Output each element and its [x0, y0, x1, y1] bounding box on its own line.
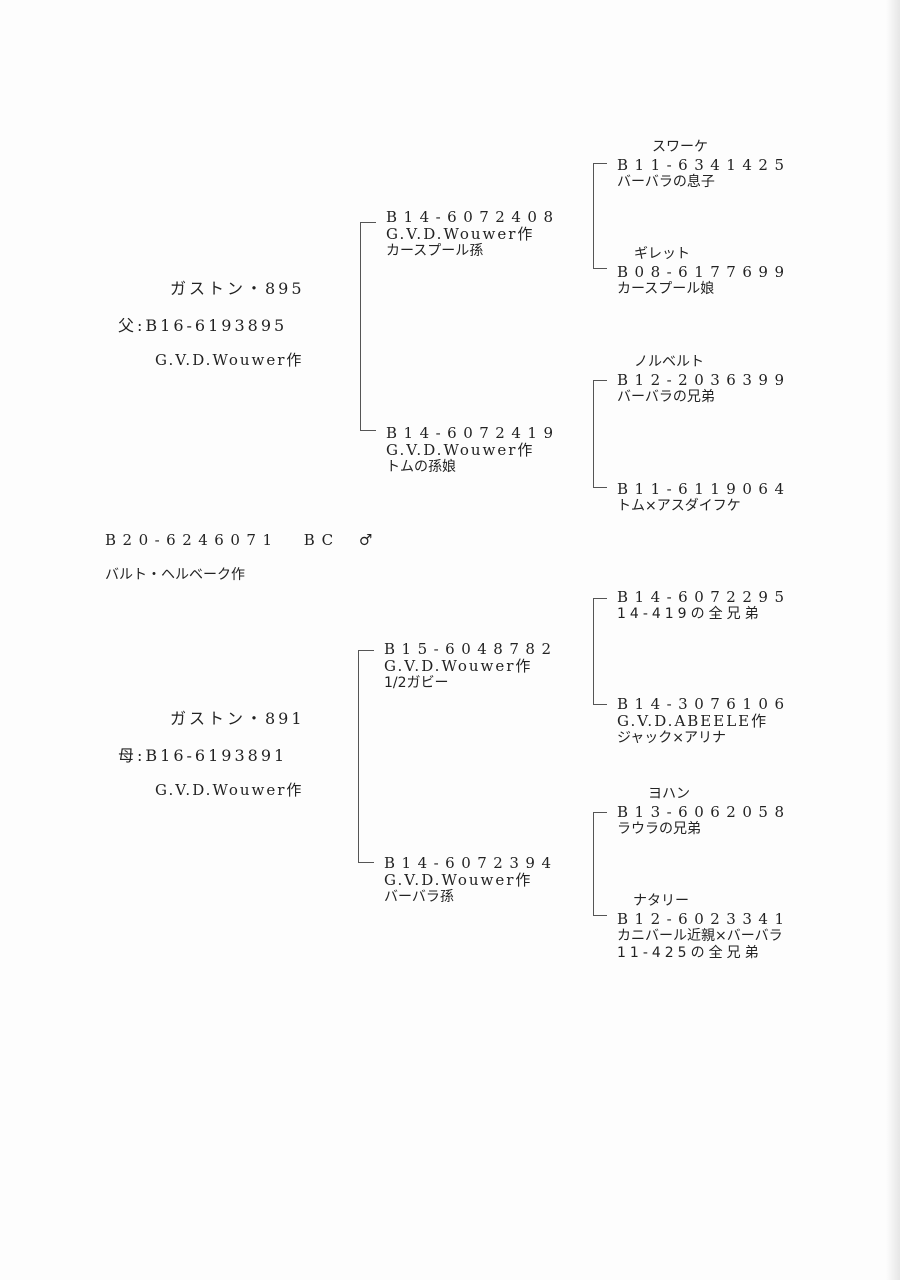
gen2-dam-sire: B15-6048782 G.V.D.Wouwer作 1/2ガビー — [384, 641, 557, 692]
bracket-tick — [593, 487, 607, 488]
ring: B14-6072408 — [386, 208, 560, 226]
dam-bracket — [358, 650, 359, 863]
sire-breeder: G.V.D.Wouwer作 — [155, 351, 304, 369]
scan-edge — [886, 0, 900, 1280]
gen3-5: B14-6072295 14-419の全兄弟 — [617, 589, 790, 623]
subject-ring: B20-6246071 — [105, 531, 279, 549]
note: カースプール孫 — [386, 243, 484, 259]
note: バーバラの息子 — [617, 174, 715, 190]
gen3-name: ノルベルト — [634, 354, 704, 370]
subject-breeder: バルト・ヘルベーク作 — [105, 567, 245, 583]
note: 1/2ガビー — [384, 675, 449, 691]
note: トム×アスダイフケ — [617, 498, 741, 514]
gen2-bracket — [593, 380, 594, 488]
ring: B11-6341425 — [617, 156, 791, 174]
gen2-bracket — [593, 598, 594, 705]
gen3-name: ギレット — [634, 246, 690, 262]
breeder: G.V.D.ABEELE作 — [617, 712, 769, 730]
ring: B14-6072419 — [386, 424, 560, 442]
ring: B08-6177699 — [617, 263, 791, 281]
bracket-tick — [358, 650, 374, 651]
dam-name: ガストン・891 — [170, 709, 305, 728]
note: ジャック×アリナ — [617, 730, 727, 746]
note: ラウラの兄弟 — [617, 821, 701, 837]
bracket-tick — [360, 222, 376, 223]
gen3-7: B13-6062058 ラウラの兄弟 — [617, 804, 790, 838]
note: 11-425の全兄弟 — [617, 945, 763, 961]
note: バーバラの兄弟 — [617, 389, 715, 405]
note: バーバラ孫 — [384, 889, 454, 905]
gen2-bracket — [593, 812, 594, 916]
note: 14-419の全兄弟 — [617, 606, 763, 622]
gen3-4: B11-6119064 トム×アスダイフケ — [617, 481, 790, 515]
bracket-tick — [593, 380, 607, 381]
bracket-tick — [593, 163, 607, 164]
ring: B12-6023341 — [617, 910, 791, 928]
subject-color: BC — [303, 531, 340, 549]
gen2-sire-dam: B14-6072419 G.V.D.Wouwer作 トムの孫娘 — [386, 425, 559, 476]
breeder: G.V.D.Wouwer作 — [386, 225, 535, 243]
bracket-tick — [593, 268, 607, 269]
gen3-name: ヨハン — [648, 786, 690, 802]
bracket-tick — [360, 430, 376, 431]
gen2-dam-dam: B14-6072394 G.V.D.Wouwer作 バーバラ孫 — [384, 855, 557, 906]
bracket-tick — [593, 915, 607, 916]
gen3-8: B12-6023341 カニバール近親×バーバラ 11-425の全兄弟 — [617, 911, 790, 962]
subject-line: B20-6246071 BC ♂ — [105, 532, 379, 549]
bracket-tick — [358, 862, 374, 863]
bracket-tick — [593, 812, 607, 813]
sire-ring: 父:B16-6193895 — [118, 316, 288, 335]
gen2-sire-sire: B14-6072408 G.V.D.Wouwer作 カースプール孫 — [386, 209, 559, 260]
gen3-1: B11-6341425 バーバラの息子 — [617, 157, 790, 191]
ring: B14-3076106 — [617, 695, 791, 713]
ring: B11-6119064 — [617, 480, 791, 498]
ring: B12-2036399 — [617, 371, 791, 389]
gen3-name: ナタリー — [633, 893, 689, 909]
sire-bracket — [360, 222, 361, 431]
gen3-2: B08-6177699 カースプール娘 — [617, 264, 790, 298]
breeder: G.V.D.Wouwer作 — [384, 871, 533, 889]
gen3-3: B12-2036399 バーバラの兄弟 — [617, 372, 790, 406]
gen3-6: B14-3076106 G.V.D.ABEELE作 ジャック×アリナ — [617, 696, 790, 747]
bracket-tick — [593, 598, 607, 599]
note: トムの孫娘 — [386, 459, 456, 475]
dam-ring: 母:B16-6193891 — [118, 746, 288, 765]
sire-name: ガストン・895 — [170, 279, 305, 298]
ring: B15-6048782 — [384, 640, 558, 658]
breeder: G.V.D.Wouwer作 — [386, 441, 535, 459]
breeder: G.V.D.Wouwer作 — [384, 657, 533, 675]
ring: B14-6072394 — [384, 854, 558, 872]
note: カニバール近親×バーバラ — [617, 928, 783, 944]
gen3-name: スワーケ — [652, 139, 708, 155]
note: カースプール娘 — [617, 281, 715, 297]
bracket-tick — [593, 704, 607, 705]
ring: B13-6062058 — [617, 803, 791, 821]
subject-sex: ♂ — [358, 531, 379, 549]
gen2-bracket — [593, 163, 594, 269]
ring: B14-6072295 — [617, 588, 791, 606]
dam-breeder: G.V.D.Wouwer作 — [155, 781, 304, 799]
